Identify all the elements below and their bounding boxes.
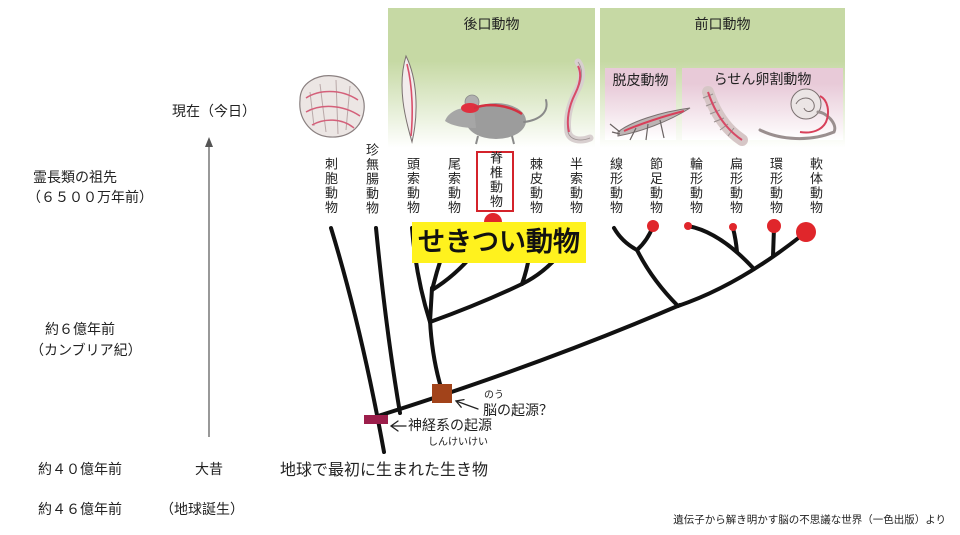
vertebrate-highlight-box <box>476 151 514 212</box>
spiralia-label: らせん卵割動物 <box>713 72 812 88</box>
timeline-earth-birth: （地球誕生） <box>160 502 244 518</box>
nervous-system-origin-label: 神経系の起源 <box>408 418 492 434</box>
mollusk-illustration <box>758 88 837 141</box>
branch-xenacoelomorpha <box>374 226 402 415</box>
branch-main-trunk <box>376 303 682 418</box>
ecdysozoa-label: 脱皮動物 <box>612 73 669 89</box>
mouse-illustration <box>445 94 548 145</box>
dot-platyhelminthes <box>729 223 737 231</box>
branch-ecdysozoa-stem <box>635 248 680 308</box>
brain-origin-label: 脳の起源？ <box>483 403 553 419</box>
taxon-label-arthropoda: 節足動物 <box>647 157 662 215</box>
branch-spiralia-main <box>676 230 808 308</box>
deuterostome-label: 後口動物 <box>463 17 520 33</box>
taxon-label-hemichordata: 半索動物 <box>567 157 582 215</box>
taxon-label-cephalochordata: 頭索動物 <box>404 157 419 215</box>
protostome-label: 前口動物 <box>694 17 751 33</box>
brain-arrow <box>454 398 479 410</box>
taxon-label-vertebrata: 脊椎動物 <box>487 151 502 209</box>
brain-origin-marker <box>432 384 452 403</box>
vertebrate-highlight-label: せきつい動物 <box>418 226 580 258</box>
annelid-illustration <box>702 86 748 146</box>
taxon-label-tunicata: 尾索動物 <box>445 157 460 215</box>
branch-ambulacraria-stem <box>428 282 524 324</box>
lancelet-illustration <box>401 54 417 144</box>
taxon-label-nematoda: 線形動物 <box>607 157 622 215</box>
timeline-primate-ancestor: 霊長類の祖先 <box>33 170 117 186</box>
taxon-label-annelida: 環形動物 <box>767 157 782 215</box>
dot-arthropoda <box>647 220 659 232</box>
taxon-label-rotifera: 輪形動物 <box>687 157 702 215</box>
nervous-system-arrow <box>389 420 407 432</box>
first-life-label: 地球で最初に生まれた生き物 <box>280 460 489 479</box>
taxon-label-echinodermata: 棘皮動物 <box>527 157 542 215</box>
nervous-system-ruby: しんけいけい <box>428 437 488 448</box>
taxon-label-platyhelminthes: 扁形動物 <box>727 157 742 215</box>
branch-nematoda <box>612 226 639 252</box>
dot-annelida <box>767 219 781 233</box>
taxon-label-mollusca: 軟体動物 <box>807 157 822 215</box>
branch-rotifera <box>686 224 756 271</box>
timeline-present: 現在（今日） <box>172 104 256 120</box>
arthropod-illustration <box>609 107 691 141</box>
dot-rotifera <box>684 222 692 230</box>
timeline-cambrian-age: 約６億年前 <box>45 322 115 338</box>
brain-ruby: のう <box>484 390 504 401</box>
branch-olfactores-stem <box>428 286 434 324</box>
vertebrate-highlight: せきつい動物 <box>412 222 586 263</box>
dot-mollusca <box>796 222 816 242</box>
timeline-arrow <box>205 137 213 437</box>
taxon-label-xenacoelomorpha: 珍無腸動物 <box>363 142 378 216</box>
timeline-earth-birth-age: 約４６億年前 <box>38 502 122 518</box>
timeline-primate-ancestor-age: （６５００万年前） <box>27 190 153 206</box>
hemichordate-illustration <box>564 58 594 144</box>
taxon-label-cnidaria: 刺胞動物 <box>322 157 337 215</box>
timeline-ancient: 大昔 <box>195 462 223 478</box>
timeline-first-life-age: 約４０億年前 <box>38 462 122 478</box>
nervous-system-origin-marker <box>364 415 388 424</box>
citation: 遺伝子から解き明かす脳の不思議な世界（一色出版）より <box>673 514 946 526</box>
cnidarian-illustration <box>299 75 365 138</box>
timeline-cambrian: （カンブリア紀） <box>30 343 142 359</box>
